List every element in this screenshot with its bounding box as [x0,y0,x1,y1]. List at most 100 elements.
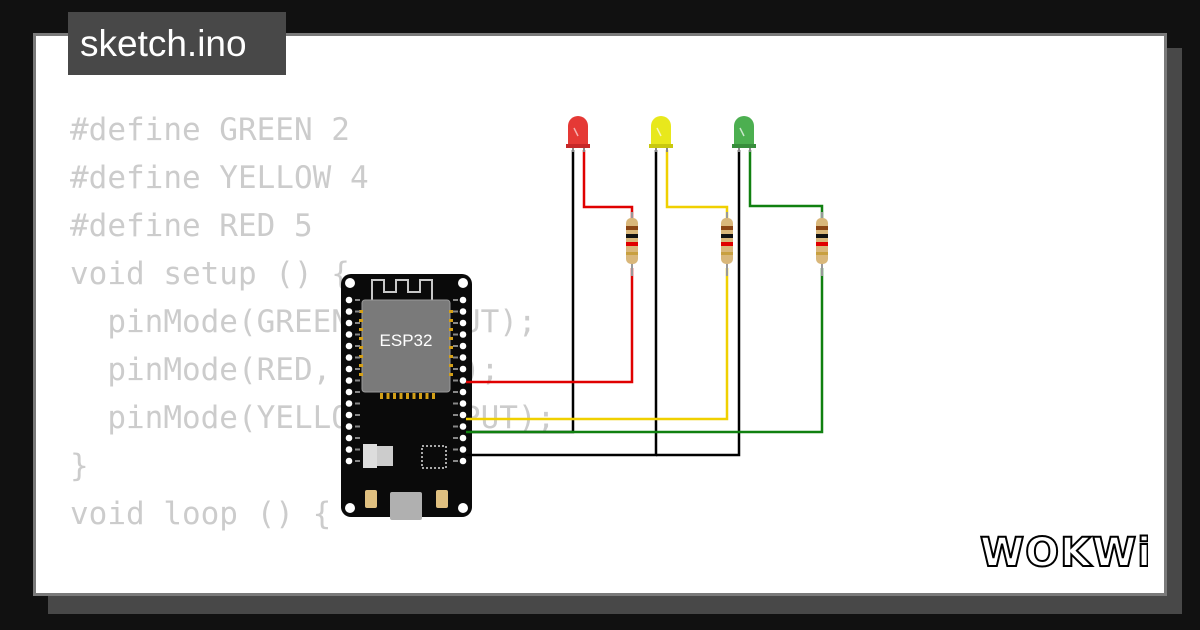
pin-hole [459,400,467,407]
module-pad [359,355,363,358]
module-pad [359,346,363,349]
pin-hole [345,342,353,350]
module-pad [432,393,435,399]
code-line: void loop () { [70,496,332,532]
pin-hole [459,377,467,384]
module-pad [425,393,429,399]
module-pad [412,393,416,399]
pin-hole [459,331,467,338]
code-line: #define YELLOW 4 [70,160,369,196]
code-line: } [70,448,89,484]
pin-hole [345,400,353,407]
pin-hole [459,434,467,442]
pin-label-mark [453,368,458,370]
module-pad [386,393,390,399]
pin-hole [345,365,353,373]
pin-hole [345,411,353,419]
led-green[interactable] [732,116,756,152]
reset-button[interactable] [436,490,448,508]
pin-hole [345,319,353,327]
wokwi-logo-text: WOKWi [980,530,1148,576]
pin-hole [459,354,467,361]
mount-hole [345,503,355,513]
green-signal-wire [466,268,824,434]
voltage-regulator [377,446,393,466]
code-line: #define GREEN 2 [70,112,350,148]
pin-hole [459,365,467,373]
pin-hole [345,331,353,338]
pin-hole [459,411,467,419]
resistor-yellow[interactable] [721,212,733,276]
boot-button[interactable] [365,490,377,508]
pin-hole [345,377,353,384]
module-pad [449,364,453,367]
led-red[interactable] [566,116,590,152]
resistor-body [626,218,638,264]
pin-hole [459,319,467,327]
yellow-anode-wire [665,150,729,220]
module-pad [449,337,453,340]
pin-label-mark [355,414,360,416]
red-anode-wire [582,150,634,220]
pin-label-mark [453,425,458,428]
pin-hole [459,423,467,430]
pin-hole [345,388,353,396]
regulator-tab [363,444,377,468]
module-pad [449,373,453,376]
pin-label-mark [453,414,458,416]
pin-hole [345,457,353,465]
wokwi-logo: WOKWi [979,529,1148,577]
resistor-green[interactable] [816,212,828,276]
ground-wire-yellow-led [466,150,658,457]
left-pin-header [345,296,360,465]
module-pad [449,310,453,313]
pin-label-mark [355,299,360,301]
usb-port [390,492,422,520]
pin-label-mark [453,356,458,359]
module-pad [380,393,383,399]
pin-label-mark [453,391,458,393]
esp32-board[interactable]: ESP32 [341,274,472,520]
pin-label-mark [355,368,360,370]
file-tab[interactable]: sketch.ino [68,12,286,75]
pin-label-mark [453,310,458,313]
pin-label-mark [453,379,458,382]
pin-label-mark [453,333,458,336]
pin-label-mark [355,437,360,439]
pin-label-mark [355,391,360,393]
pin-hole [459,457,467,465]
module-pad [449,346,453,349]
pin-hole [345,434,353,442]
module-pad [359,319,363,322]
red-signal-wire [466,268,634,384]
ground-wire-red-led [466,150,575,434]
pin-label-mark [453,402,458,405]
pin-label-mark [355,333,360,336]
led-body [651,116,671,146]
pin-label-mark [355,402,360,405]
antenna-trace [371,279,433,300]
pin-hole [459,446,467,453]
module-pad [449,355,453,358]
pin-label-mark [355,460,360,462]
module-pad [449,328,453,331]
module-pad [359,310,363,313]
pin-label-mark [453,299,458,301]
chip-label: ESP32 [380,331,433,350]
pin-label-mark [355,448,360,451]
resistor-red[interactable] [626,212,638,276]
pin-label-mark [453,460,458,462]
pin-label-mark [453,345,458,347]
module-pad [359,364,363,367]
pin-label-mark [355,356,360,359]
code-line: #define RED 5 [70,208,313,244]
module-pad [359,373,363,376]
pin-label-mark [355,425,360,428]
pin-hole [345,423,353,430]
resistor-body [816,218,828,264]
pin-hole [345,446,353,453]
pin-label-mark [355,310,360,313]
resistor-body [721,218,733,264]
led-yellow[interactable] [649,116,673,152]
